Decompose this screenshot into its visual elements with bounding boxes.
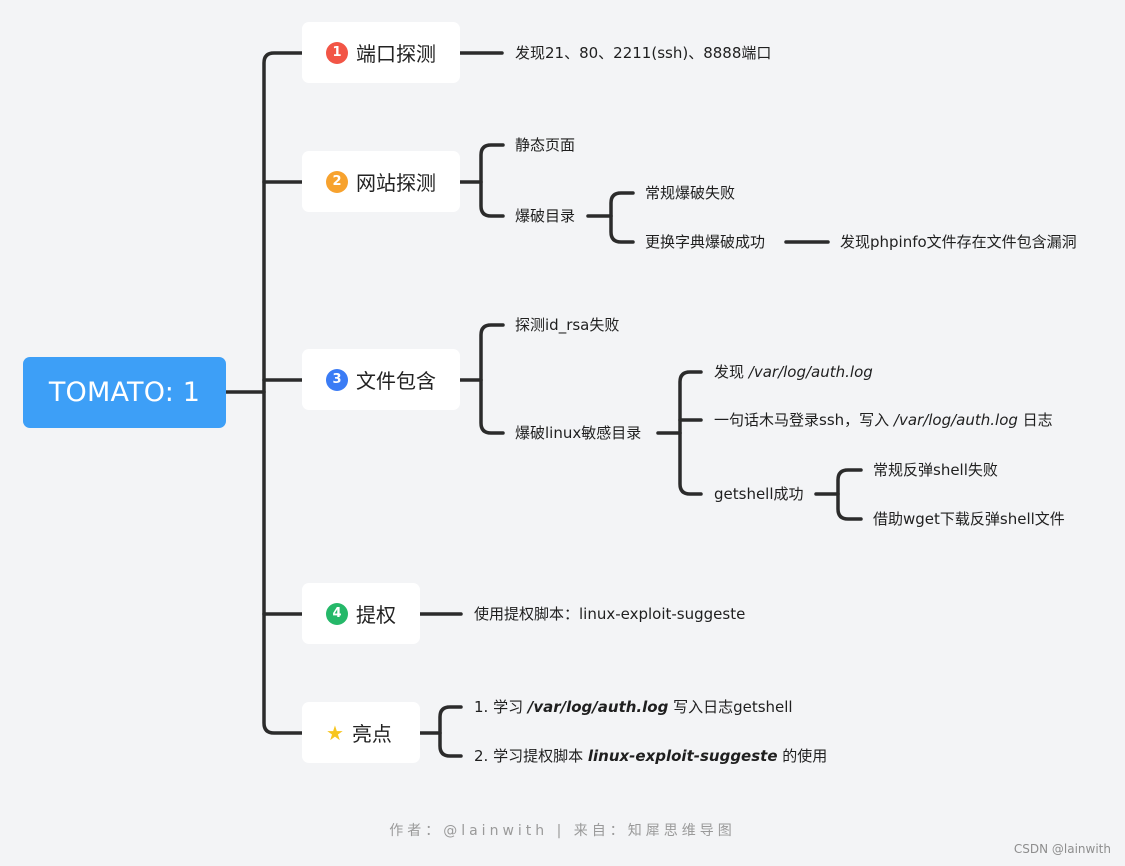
leaf-prefix: 一句话木马登录ssh，写入 (714, 411, 894, 429)
leaf-prefix: 发现 (714, 363, 749, 381)
star-icon: ★ (326, 720, 344, 745)
leaf-static-page[interactable]: 静态页面 (515, 136, 576, 154)
leaf-privesc-script[interactable]: 使用提权脚本：linux-exploit-suggeste (474, 605, 746, 623)
leaf-prefix: 2. 学习提权脚本 (474, 747, 588, 765)
leaf-highlight-2[interactable]: 2. 学习提权脚本 linux-exploit-suggeste 的使用 (474, 746, 827, 766)
topic-port-scan[interactable]: 1 端口探测 (302, 22, 460, 83)
leaf-suffix: 日志 (1017, 411, 1053, 429)
number-2-icon: 2 (326, 170, 348, 193)
root-node[interactable]: TOMATO: 1 (23, 357, 226, 428)
leaf-id-rsa-fail[interactable]: 探测id_rsa失败 (515, 316, 620, 334)
topic-privilege-escalation[interactable]: 4 提权 (302, 583, 420, 644)
leaf-ports-found[interactable]: 发现21、80、2211(ssh)、8888端口 (515, 44, 772, 62)
topic-highlights[interactable]: ★ 亮点 (302, 702, 420, 763)
leaf-phpinfo-finding[interactable]: 发现phpinfo文件存在文件包含漏洞 (840, 233, 1077, 251)
leaf-getshell-success[interactable]: getshell成功 (714, 485, 804, 503)
auth-log-path: /var/log/auth.log (527, 698, 669, 716)
number-4-icon: 4 (326, 602, 348, 625)
auth-log-path: /var/log/auth.log (893, 411, 1018, 429)
topic-label: 亮点 (351, 722, 392, 746)
leaf-dict-brute-success[interactable]: 更换字典爆破成功 (645, 233, 766, 251)
leaf-suffix: 写入日志getshell (668, 698, 793, 716)
topic-web-scan[interactable]: 2 网站探测 (302, 151, 460, 212)
leaf-prefix: 1. 学习 (474, 698, 528, 716)
topic-file-inclusion[interactable]: 3 文件包含 (302, 349, 460, 410)
leaf-normal-brute-fail[interactable]: 常规爆破失败 (645, 184, 736, 202)
root-label: TOMATO: 1 (48, 377, 201, 408)
topic-label: 网站探测 (356, 171, 436, 195)
number-1-icon: 1 (326, 41, 348, 64)
leaf-dir-brute[interactable]: 爆破目录 (515, 207, 576, 225)
number-3-icon: 3 (326, 368, 348, 391)
tool-name: linux-exploit-suggeste (587, 747, 778, 765)
leaf-reverse-shell-fail[interactable]: 常规反弹shell失败 (873, 461, 998, 479)
topic-label: 文件包含 (356, 369, 436, 393)
leaf-highlight-1[interactable]: 1. 学习 /var/log/auth.log 写入日志getshell (474, 697, 793, 717)
leaf-suffix: 的使用 (777, 747, 828, 765)
footer-credit: 作者：@lainwith | 来自：知犀思维导图 (389, 823, 736, 839)
leaf-found-auth-log[interactable]: 发现 /var/log/auth.log (714, 362, 873, 382)
topic-label: 提权 (356, 603, 396, 627)
auth-log-path: /var/log/auth.log (748, 363, 873, 381)
leaf-ssh-trojan[interactable]: 一句话木马登录ssh，写入 /var/log/auth.log 日志 (714, 410, 1053, 430)
topic-label: 端口探测 (356, 42, 436, 66)
leaf-wget-reverse-shell[interactable]: 借助wget下载反弹shell文件 (873, 510, 1065, 528)
watermark: CSDN @lainwith (1013, 842, 1111, 856)
leaf-linux-sensitive-dirs[interactable]: 爆破linux敏感目录 (515, 424, 642, 442)
